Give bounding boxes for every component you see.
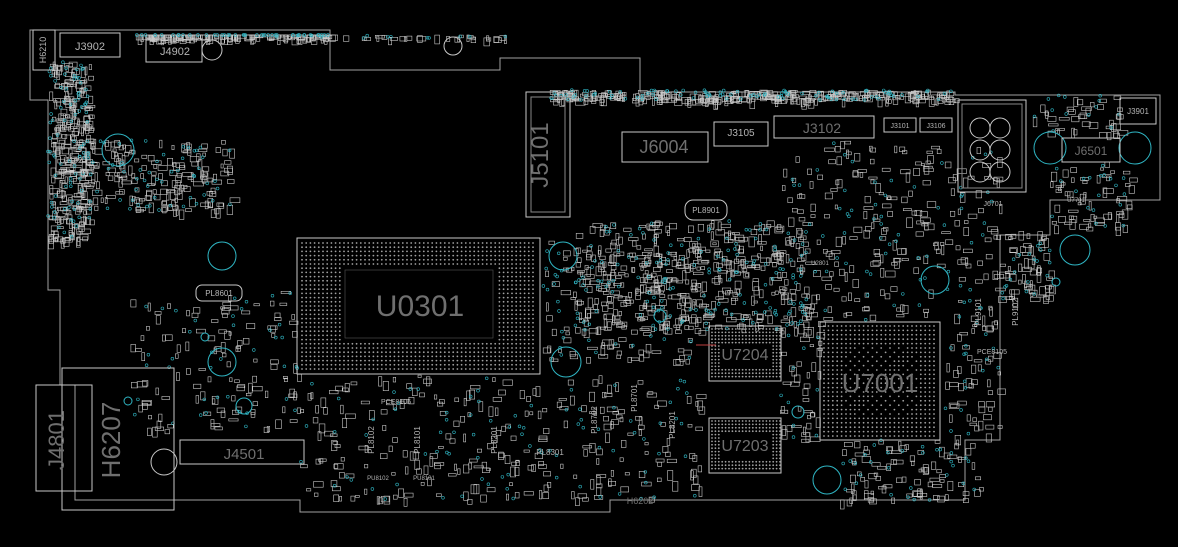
via-field bbox=[46, 33, 1127, 502]
board-outline bbox=[29, 29, 1161, 513]
pl8701-label: PL8701 bbox=[630, 384, 639, 412]
j3901-label: J3901 bbox=[1127, 107, 1149, 116]
small-labels: H6210 J3902 J4902 U1102 J3105 J3101 J310… bbox=[38, 37, 1149, 482]
pl8301-label: PL8301 bbox=[536, 448, 564, 457]
pl9102-label: PL9102 bbox=[1011, 298, 1020, 326]
u2801-label: U2801 bbox=[811, 261, 829, 267]
pl8201b-label: PL8201 bbox=[668, 411, 677, 439]
u7203-label: U7203 bbox=[721, 438, 768, 455]
u0301-ball-array bbox=[301, 242, 534, 370]
pl8201-label: PL8201 bbox=[490, 426, 499, 454]
component-field bbox=[48, 34, 1138, 510]
h6207-label: H6207 bbox=[96, 402, 126, 479]
j4801-label: J4801 bbox=[44, 410, 69, 470]
h6202-label: H6202 bbox=[627, 496, 654, 506]
pl8702-label: PL8702 bbox=[590, 406, 599, 434]
large-labels: U0301 U7001 U7204 U7203 J6004 J3102 J450… bbox=[44, 120, 1108, 506]
j6501-label: J6501 bbox=[1075, 144, 1108, 158]
j3105-label: J3105 bbox=[727, 128, 755, 139]
j3106-label: J3106 bbox=[926, 123, 945, 130]
j3102-label: J3102 bbox=[803, 120, 841, 136]
u7001-gpu-package bbox=[819, 321, 941, 441]
u7203-ball-array bbox=[711, 420, 781, 470]
j3101-label: J3101 bbox=[890, 123, 909, 130]
u7701-label: U7701 bbox=[1067, 198, 1085, 204]
u7001-ball-array bbox=[823, 325, 935, 437]
j4902-label: J4902 bbox=[160, 46, 190, 58]
pl9101-label: PL9101 bbox=[974, 298, 983, 326]
mounting-holes bbox=[101, 36, 1152, 495]
u1102-label: U1102 bbox=[60, 156, 84, 165]
j4501-label: J4501 bbox=[224, 446, 265, 463]
u7203-memory-package bbox=[708, 417, 782, 474]
pl8101-label: PL8101 bbox=[413, 426, 422, 454]
j3902-label: J3902 bbox=[75, 41, 105, 53]
j5101-label: J5101 bbox=[527, 122, 554, 187]
pu8102-label: PU8102 bbox=[367, 476, 389, 482]
u7001-label: U7001 bbox=[842, 368, 919, 398]
pl8901-label: PL8901 bbox=[692, 206, 720, 215]
u7204-memory-package bbox=[708, 325, 782, 382]
u7204-ball-array bbox=[711, 328, 781, 378]
u0301-cpu-package bbox=[296, 237, 541, 375]
u7204-label: U7204 bbox=[721, 347, 768, 364]
h6210-label: H6210 bbox=[38, 37, 48, 64]
pl8102-label: PL8102 bbox=[367, 426, 376, 454]
connectors bbox=[32, 29, 1157, 511]
u0301-label: U0301 bbox=[376, 290, 464, 323]
pce8106-label: PCE8106 bbox=[381, 399, 411, 406]
top-right-rings bbox=[969, 117, 1011, 183]
pl8601-label: PL8601 bbox=[205, 289, 233, 298]
j6701-label: J6701 bbox=[983, 201, 1002, 208]
pu8101-label: PU8101 bbox=[413, 476, 435, 482]
pce8105-label: PCE8105 bbox=[977, 349, 1007, 356]
j6004-label: J6004 bbox=[639, 137, 688, 157]
